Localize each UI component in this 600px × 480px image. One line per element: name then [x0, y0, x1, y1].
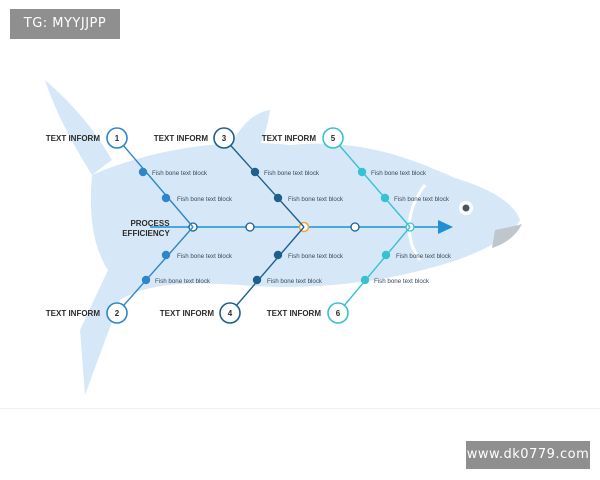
category-number-3: 3	[222, 134, 227, 143]
category-badge-3	[213, 127, 235, 149]
category-number-4: 4	[228, 309, 233, 318]
bone-text: Fish bone text block	[396, 253, 452, 260]
category-number-1: 1	[115, 134, 120, 143]
bone-dot	[357, 167, 367, 177]
fish-mouth	[492, 224, 522, 248]
category-badge-1	[106, 127, 128, 149]
bone-dot	[161, 193, 171, 203]
bone-line-3	[223, 137, 305, 228]
watermark-top: TG: MYYJJPP	[10, 9, 120, 39]
category-number-6: 6	[336, 309, 341, 318]
bone-dot	[273, 250, 283, 260]
bone-text: Fish bone text block	[177, 196, 233, 203]
category-number-2: 2	[115, 309, 120, 318]
category-badge-4	[219, 302, 241, 324]
bone-text: Fish bone text block	[288, 196, 344, 203]
branch-group-1-2: Fish bone text block Fish bone text bloc…	[46, 127, 233, 324]
bone-dot	[250, 167, 260, 177]
bone-dot	[273, 193, 283, 203]
category-label-5: TEXT INFORM	[262, 134, 317, 143]
bone-line-2	[116, 226, 194, 314]
bone-text: Fish bone text block	[155, 278, 211, 285]
divider	[0, 408, 600, 409]
watermark-bottom: www.dk0779.com	[466, 441, 590, 469]
category-badge-5	[322, 127, 344, 149]
fish-body	[80, 143, 520, 395]
bone-dot	[381, 250, 391, 260]
bone-text: Fish bone text block	[371, 170, 427, 177]
spine-arrowhead	[438, 220, 453, 234]
bone-text: Fish bone text block	[288, 253, 344, 260]
bone-line-5	[332, 137, 411, 228]
dorsal-fin	[230, 110, 270, 150]
bone-text: Fish bone text block	[177, 253, 233, 260]
category-label-4: TEXT INFORM	[160, 309, 215, 318]
spine-node	[350, 222, 360, 232]
bone-text: Fish bone text block	[374, 278, 430, 285]
category-badge-2	[106, 302, 128, 324]
bone-dot	[360, 275, 370, 285]
category-label-2: TEXT INFORM	[46, 309, 101, 318]
bone-dot	[252, 275, 262, 285]
spine-node	[245, 222, 255, 232]
bone-text: Fish bone text block	[264, 170, 320, 177]
category-label-3: TEXT INFORM	[154, 134, 209, 143]
category-label-6: TEXT INFORM	[267, 309, 322, 318]
bone-dot	[141, 275, 151, 285]
bone-line-6	[337, 226, 411, 314]
spine-label-line-2: EFFICIENCY	[122, 229, 170, 238]
bone-dot	[161, 250, 171, 260]
fish-tail-top	[45, 80, 112, 175]
branch-group-5-6: Fish bone text block Fish bone text bloc…	[262, 127, 452, 324]
bone-dot	[380, 193, 390, 203]
bone-text: Fish bone text block	[394, 196, 450, 203]
bone-text: Fish bone text block	[152, 170, 208, 177]
category-number-5: 5	[331, 134, 336, 143]
category-label-1: TEXT INFORM	[46, 134, 101, 143]
bone-text: Fish bone text block	[267, 278, 323, 285]
bone-line-1	[116, 137, 194, 228]
bone-dot	[138, 167, 148, 177]
branch-group-3-4: Fish bone text block Fish bone text bloc…	[154, 127, 344, 324]
category-badge-6	[327, 302, 349, 324]
fish-eye	[462, 204, 470, 212]
fish-silhouette	[45, 80, 522, 395]
bone-line-4	[229, 226, 305, 314]
spine-label-line-1: PROCESS	[130, 219, 170, 228]
